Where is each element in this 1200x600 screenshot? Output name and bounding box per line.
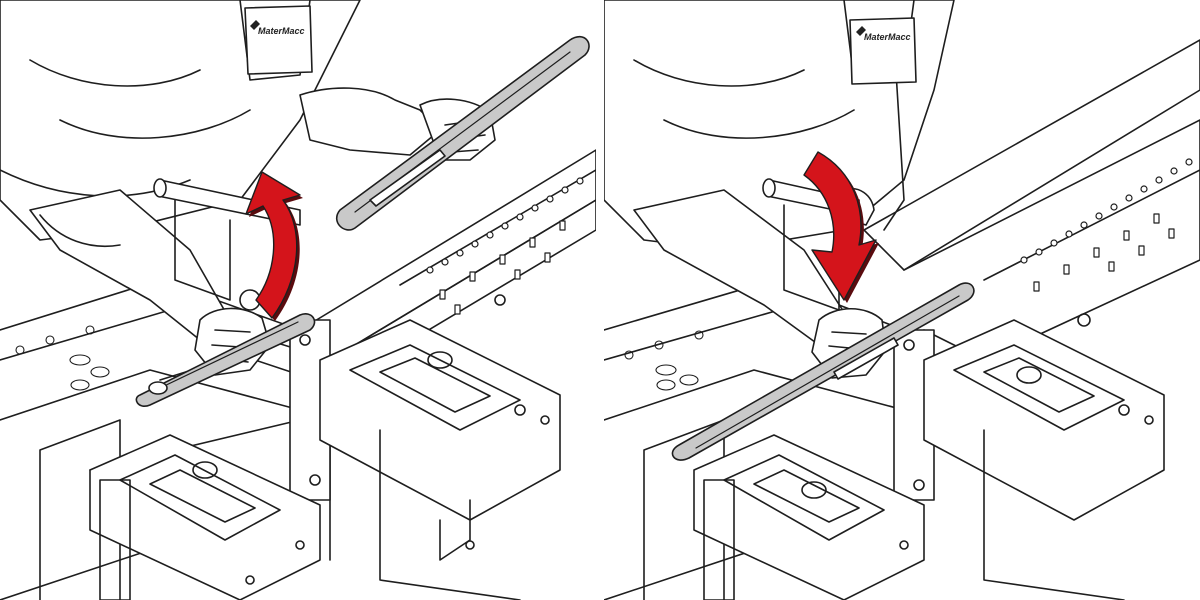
- pivot-shaft: [153, 178, 301, 311]
- lever-handle-lowered: [671, 282, 975, 461]
- panel-lower-lever: MaterMacc: [604, 0, 1200, 600]
- clamp-unit-right: [319, 294, 561, 600]
- operator-figure: [0, 0, 496, 376]
- lever-handle-raised: [335, 35, 590, 231]
- brand-label: MaterMacc: [258, 26, 305, 36]
- clamp-unit-left: [693, 434, 925, 600]
- arrow-up-curved-icon: [245, 171, 303, 321]
- frame-beam: [299, 149, 596, 381]
- clamp-unit-left: [89, 434, 321, 600]
- panel-divider: [596, 0, 604, 600]
- operator-figure: [604, 0, 955, 379]
- panel-lift-lever: MaterMacc: [0, 0, 596, 600]
- brand-logo-icon: [856, 26, 866, 36]
- lever-slot-base: [135, 313, 316, 407]
- clamp-unit-right: [923, 319, 1165, 600]
- illustration-lower: MaterMacc: [604, 0, 1200, 600]
- brand-label: MaterMacc: [864, 32, 911, 42]
- brand-logo-icon: [250, 20, 260, 30]
- illustration-lift: MaterMacc: [0, 0, 596, 600]
- arrow-down-curved-icon: [803, 151, 879, 303]
